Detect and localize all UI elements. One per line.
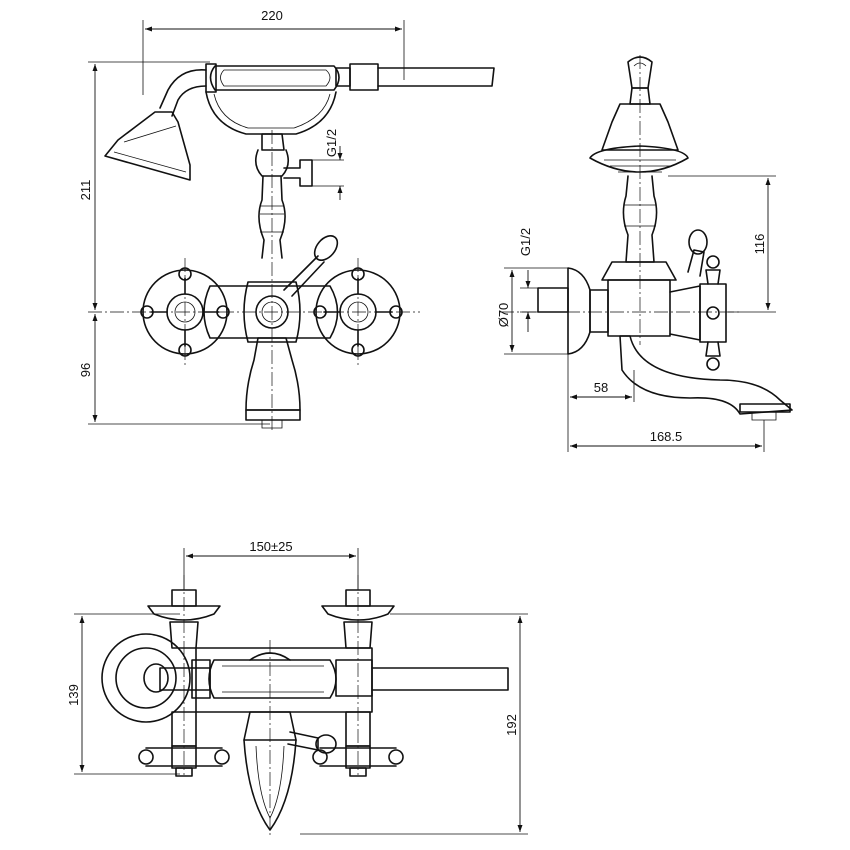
dim-side-height-label: 116 bbox=[752, 234, 767, 255]
top-spout bbox=[243, 739, 297, 831]
side-view: G1/2 Ø70 116 58 168.5 bbox=[496, 55, 793, 452]
dim-width-label: 220 bbox=[261, 8, 283, 23]
top-view: 150±25 139 192 bbox=[66, 539, 528, 838]
side-mixer-body bbox=[607, 279, 671, 337]
left-cross-handle bbox=[140, 267, 230, 357]
dim-projection-total-label: 168.5 bbox=[650, 429, 683, 444]
dim-depth-left-label: 139 bbox=[66, 684, 81, 706]
dim-depth-right-label: 192 bbox=[504, 714, 519, 736]
riser-column bbox=[258, 175, 265, 259]
dim-diameter-label: Ø70 bbox=[496, 303, 511, 328]
shower-face bbox=[589, 145, 689, 173]
diverter-hub bbox=[255, 295, 289, 329]
side-thread-label: G1/2 bbox=[518, 228, 533, 256]
side-rosette bbox=[567, 267, 591, 355]
spout-front bbox=[245, 337, 301, 411]
hose-nut bbox=[349, 63, 379, 91]
front-view: 220 211 96 bbox=[78, 8, 495, 432]
diverter-lever bbox=[283, 255, 319, 291]
central-boss bbox=[243, 281, 301, 343]
top-hose-nut bbox=[335, 659, 373, 697]
handset-neck bbox=[159, 69, 207, 109]
top-mixer-body bbox=[195, 647, 373, 713]
right-cross-handle bbox=[313, 267, 403, 357]
side-diverter-knob bbox=[688, 229, 708, 255]
shower-head bbox=[104, 111, 191, 181]
spout-outlet bbox=[245, 409, 301, 421]
side-spout bbox=[619, 335, 793, 415]
top-right-cross-handle bbox=[312, 711, 404, 777]
diverter-knob bbox=[313, 235, 339, 261]
thread-label: G1/2 bbox=[324, 129, 339, 157]
right-wall-flange bbox=[315, 269, 401, 355]
side-shower-head bbox=[601, 103, 679, 151]
top-handset-handle bbox=[208, 659, 337, 699]
dim-centres-label: 150±25 bbox=[249, 539, 292, 554]
shower-outlet bbox=[283, 159, 313, 187]
hose-ferrule bbox=[335, 67, 351, 87]
mixer-body bbox=[203, 285, 339, 339]
side-cross-handle bbox=[699, 283, 727, 343]
riser-knuckle bbox=[254, 149, 290, 177]
side-diverter bbox=[687, 249, 705, 277]
dim-height-upper-label: 211 bbox=[78, 180, 93, 201]
top-cradle bbox=[249, 652, 291, 661]
top-shower-head bbox=[101, 633, 191, 723]
dim-projection-short-label: 58 bbox=[594, 380, 608, 395]
side-inlet bbox=[537, 287, 569, 313]
side-handle-neck bbox=[669, 285, 701, 341]
hook bbox=[627, 56, 653, 89]
top-diverter bbox=[287, 731, 319, 751]
handset-collar bbox=[205, 63, 217, 93]
hose bbox=[377, 67, 495, 87]
handset-handle bbox=[209, 65, 340, 91]
dim-height-lower-label: 96 bbox=[78, 363, 93, 377]
union-nut bbox=[589, 289, 609, 333]
left-wall-flange bbox=[142, 269, 228, 355]
top-hose bbox=[371, 667, 509, 691]
top-left-cross-handle bbox=[138, 711, 230, 777]
